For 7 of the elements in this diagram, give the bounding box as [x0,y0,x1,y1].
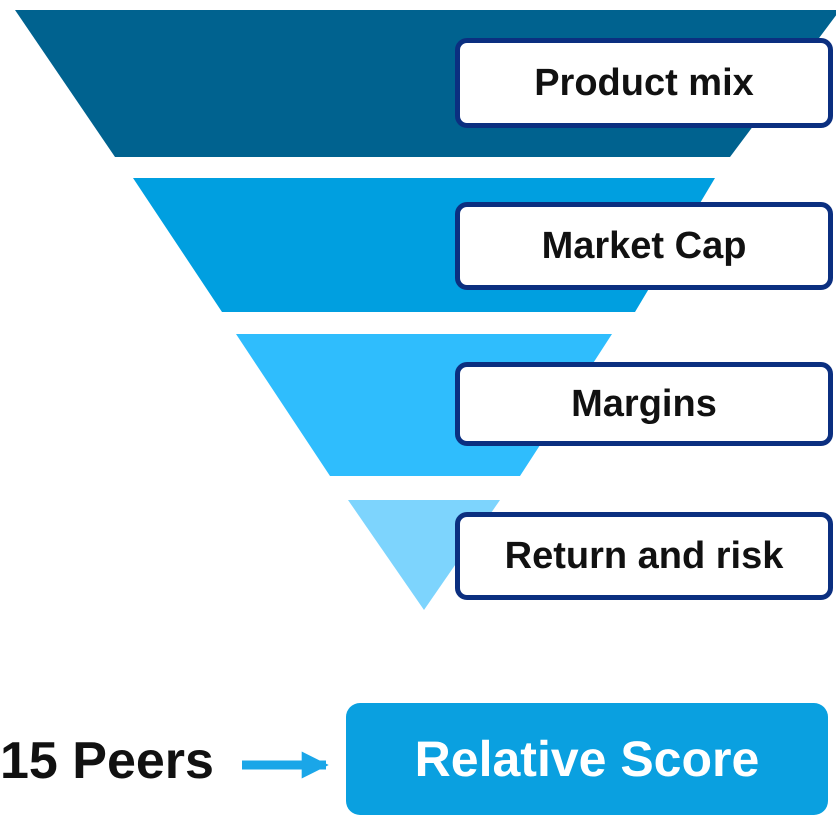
criterion-label: Market Cap [455,202,833,290]
arrow [242,752,329,778]
peer-count-text: 15 Peers [0,728,232,794]
criterion-label: Margins [455,362,833,446]
criterion-label: Product mix [455,38,833,128]
criterion-label: Return and risk [455,512,833,600]
result-box: Relative Score [346,703,828,815]
